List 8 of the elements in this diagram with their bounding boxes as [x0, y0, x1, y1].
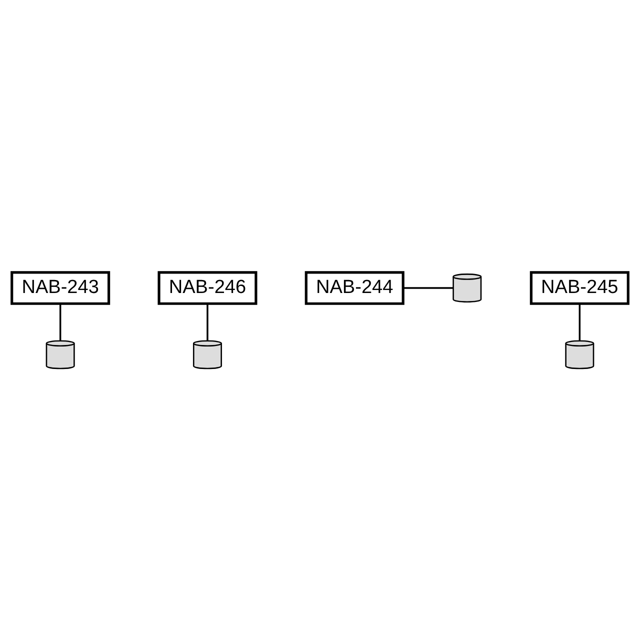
- connector: [403, 286, 454, 288]
- connector: [578, 303, 581, 340]
- node-box: NAB-244: [304, 270, 404, 304]
- node-box: NAB-245: [530, 270, 630, 304]
- node-box: NAB-243: [10, 270, 110, 304]
- connector: [206, 303, 208, 340]
- node-box: NAB-246: [158, 270, 258, 304]
- connector: [59, 303, 62, 340]
